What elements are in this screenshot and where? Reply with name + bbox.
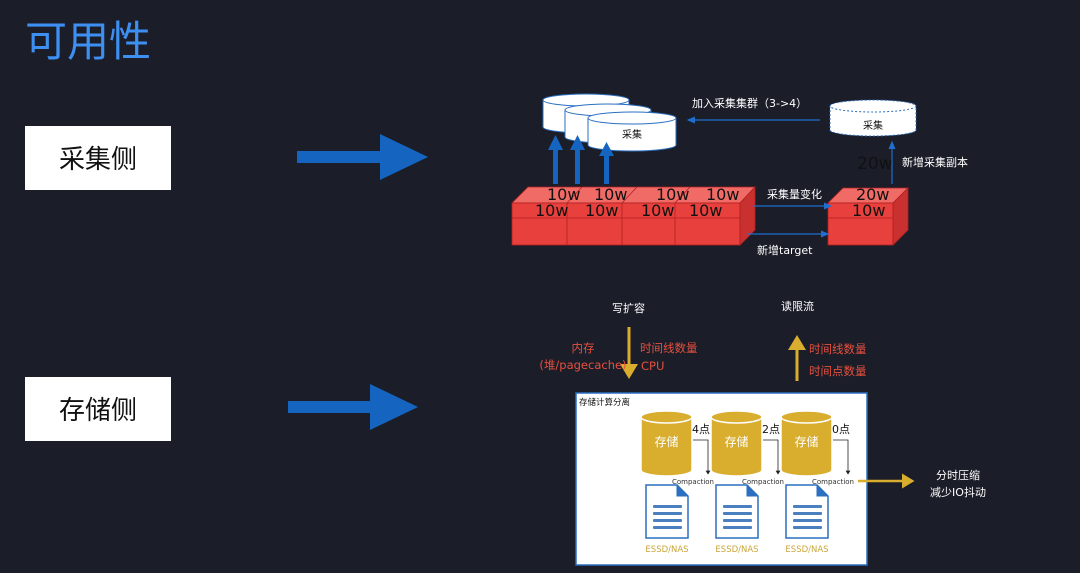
compaction-label: Compaction <box>812 478 854 486</box>
read-limit-label: 读限流 <box>781 299 814 313</box>
join-cluster-label: 加入采集集群（3->4） <box>692 96 807 110</box>
disk-label: ESSD/NAS <box>715 545 758 555</box>
document-icon <box>785 484 829 539</box>
big-arrow-storage <box>288 384 418 430</box>
storage-side-label: 存储侧 <box>59 396 137 426</box>
storage-label: 存储 <box>794 434 818 449</box>
points-label: 0点 <box>832 423 850 436</box>
write-scale-label: 写扩容 <box>612 301 645 315</box>
storage-label: 存储 <box>654 434 678 449</box>
points-label: 4点 <box>692 423 710 436</box>
compaction-arrow <box>763 439 781 475</box>
upload-arrows <box>548 135 614 184</box>
points-label: 2点 <box>762 423 780 436</box>
memory-label: 内存 <box>572 341 595 355</box>
storage-side-label-box: 存储侧 <box>25 377 171 441</box>
compaction-arrow <box>833 439 851 475</box>
big-arrow-collect <box>297 134 428 180</box>
collector-cluster: 采集 <box>542 93 677 152</box>
memory-detail: (堆/pagecache) <box>539 358 626 372</box>
storage-node: 存储 2点 Compaction ESSD/NAS <box>710 410 784 555</box>
svg-text:10w: 10w <box>689 201 722 220</box>
collect-side-label: 采集侧 <box>59 145 137 175</box>
svg-text:10w: 10w <box>706 185 739 204</box>
new-target-label: 新增target <box>757 243 813 257</box>
collect-side-label-box: 采集侧 <box>25 126 171 190</box>
svg-text:10w: 10w <box>641 201 674 220</box>
storage-node: 存储 4点 Compaction ESSD/NAS <box>640 410 714 555</box>
storage-label: 存储 <box>724 434 748 449</box>
volume-change-label: 采集量变化 <box>767 187 822 201</box>
svg-text:10w: 10w <box>547 185 580 204</box>
svg-text:10w: 10w <box>585 201 618 220</box>
document-icon <box>645 484 689 539</box>
target-bricks <box>511 185 909 246</box>
read-points: 时间点数量 <box>809 364 867 378</box>
cpu-label: CPU <box>641 359 664 373</box>
svg-text:10w: 10w <box>852 201 885 220</box>
storage-node: 存储 0点 Compaction ESSD/NAS <box>780 410 854 555</box>
new-replica-value: 20w <box>857 154 893 174</box>
disk-label: ESSD/NAS <box>785 545 828 555</box>
storage-cylinder <box>780 417 833 477</box>
disk-label: ESSD/NAS <box>645 545 688 555</box>
compaction-label: Compaction <box>742 478 784 486</box>
read-timelines: 时间线数量 <box>809 342 867 356</box>
storage-cylinder <box>640 417 693 477</box>
collector-label: 采集 <box>622 128 642 141</box>
result-line-2: 减少IO抖动 <box>930 485 986 499</box>
new-replica-label: 新增采集副本 <box>902 155 968 169</box>
result-line-1: 分时压缩 <box>936 469 980 482</box>
svg-text:10w: 10w <box>594 185 627 204</box>
compaction-arrow <box>693 439 711 475</box>
brick-values: 10w 10w 10w 10w 10w 10w 10w 10w 20w 10w <box>535 185 889 220</box>
storage-cylinder <box>710 417 763 477</box>
page-title: 可用性 <box>25 17 151 66</box>
svg-text:10w: 10w <box>535 201 568 220</box>
new-collector-label: 采集 <box>863 119 883 132</box>
svg-text:10w: 10w <box>656 185 689 204</box>
svg-text:20w: 20w <box>856 185 889 204</box>
box-title: 存储计算分离 <box>579 397 630 408</box>
compaction-label: Compaction <box>672 478 714 486</box>
write-timelines: 时间线数量 <box>640 341 698 355</box>
document-icon <box>715 484 759 539</box>
new-collector: 采集 <box>829 99 917 137</box>
